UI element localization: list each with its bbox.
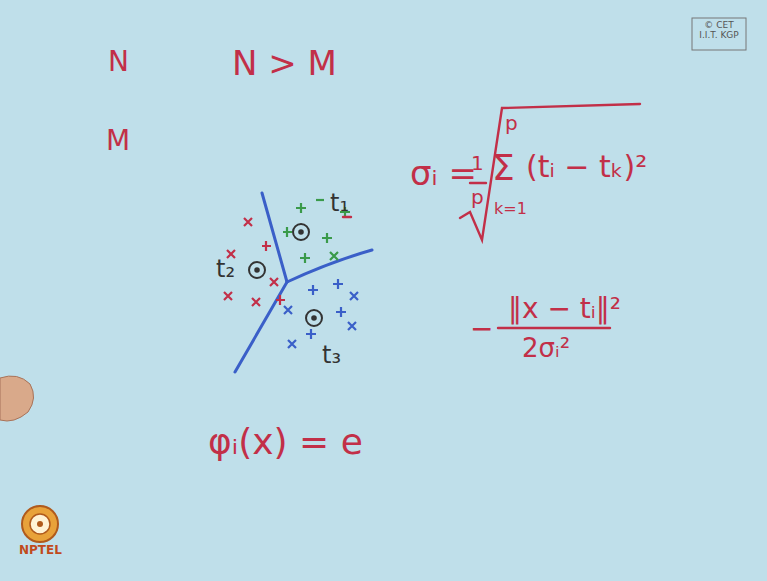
formula-term: k=1 (494, 200, 527, 218)
centre-marker (249, 224, 322, 326)
formula-term: 2σᵢ² (522, 334, 570, 363)
symbol-label: N (108, 47, 129, 78)
cluster-3-points (284, 279, 358, 348)
formula-term: − (470, 314, 493, 345)
formula-term: 1 (471, 152, 484, 174)
formula-term: p (505, 112, 518, 134)
formula-term: p (471, 186, 484, 208)
finger (0, 376, 34, 421)
voronoi-boundary (235, 193, 372, 372)
formula-term: φᵢ(x) = e (208, 422, 363, 462)
formula-strokes (343, 104, 640, 328)
centre-label: t₁ (330, 190, 349, 216)
condition-label: N > M (232, 45, 337, 82)
centre-label: t₃ (322, 342, 341, 368)
nptel-logo (22, 506, 58, 542)
watermark: © CET I.I.T. KGP (694, 21, 744, 41)
watermark-frame (692, 18, 746, 50)
formula-term: Σ (492, 148, 515, 188)
formula-term: ‖x − tᵢ‖² (508, 294, 621, 325)
symbol-label: M (106, 126, 130, 157)
formula-term: (tᵢ − tₖ)² (526, 150, 647, 183)
logo-text: NPTEL (19, 544, 62, 557)
centre-label: t₂ (216, 256, 235, 282)
formula-term: σᵢ = (410, 155, 477, 192)
